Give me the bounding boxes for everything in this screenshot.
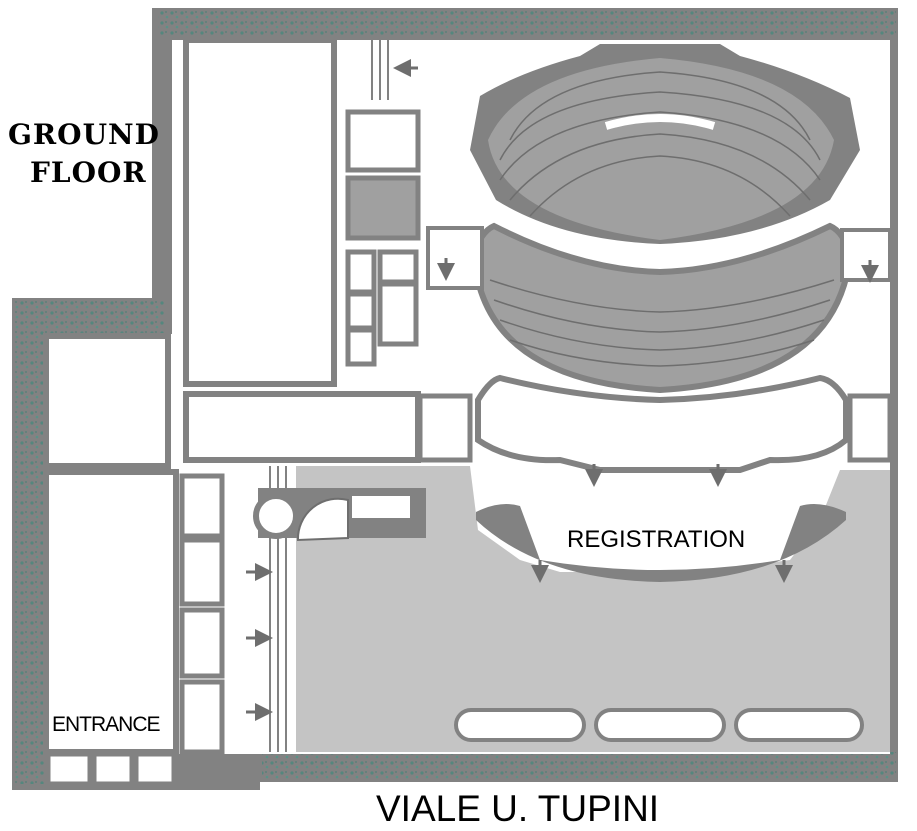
foyer-ring [417, 374, 893, 582]
entrance-doors [45, 751, 177, 787]
floor-title-line2: FLOOR [30, 156, 147, 189]
service-rooms [345, 109, 421, 367]
street-name-label: VIALE U. TUPINI [376, 788, 660, 829]
lower-auditorium [470, 222, 854, 394]
lobby-floor [296, 466, 890, 752]
lobby-counters [454, 708, 864, 742]
entrance-corridor [179, 473, 225, 755]
right-arrow-icon [246, 563, 273, 721]
upper-auditorium [470, 44, 860, 244]
entrance-label: ENTRANCE [52, 713, 161, 736]
left-rooms [43, 37, 421, 755]
stairs-icon [253, 488, 426, 542]
down-arrow-icon [437, 258, 879, 583]
floor-title-line1: GROUND [8, 118, 160, 151]
registration-label: REGISTRATION [567, 526, 746, 553]
